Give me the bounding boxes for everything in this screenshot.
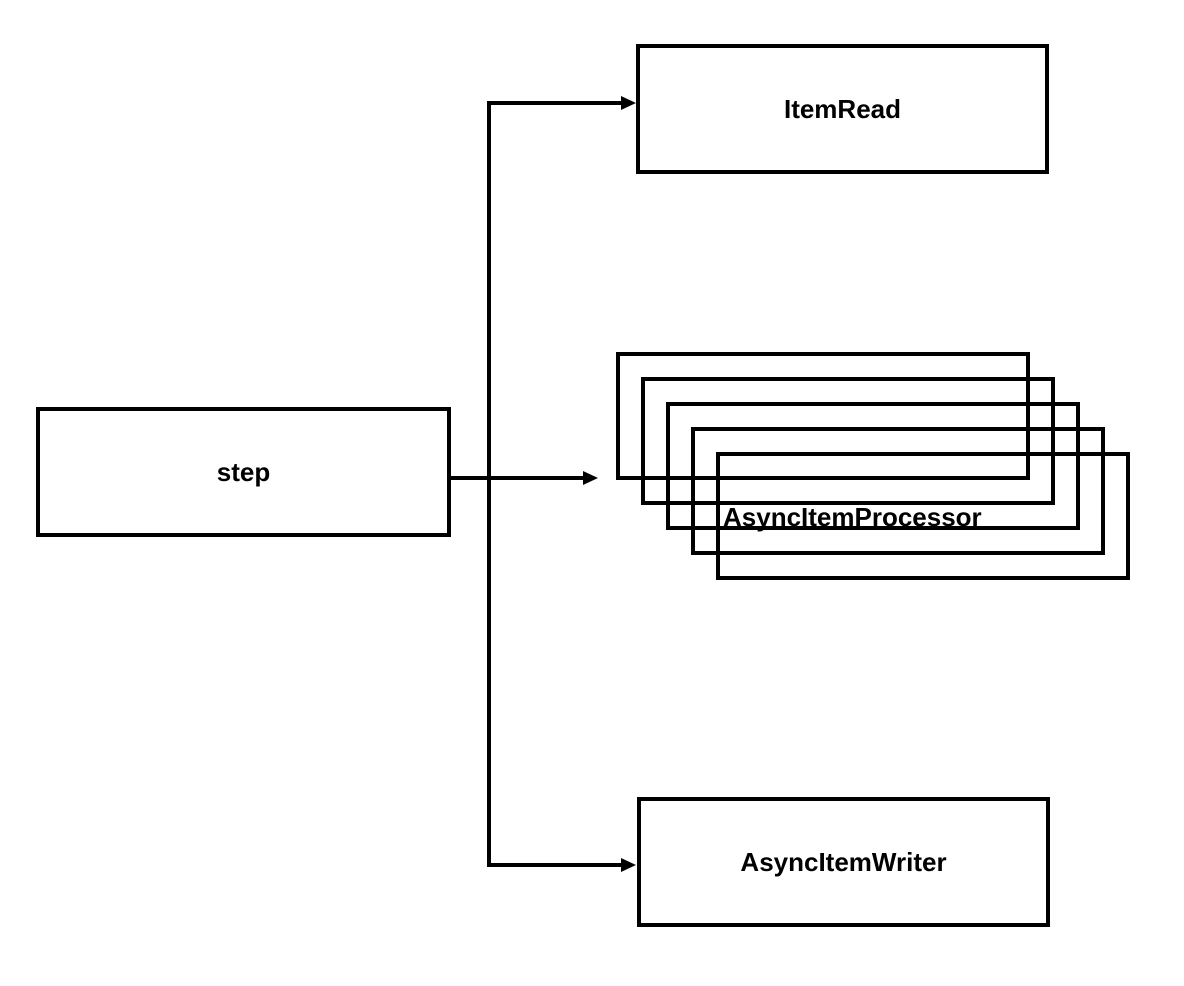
node-item-read: ItemRead — [636, 44, 1049, 174]
edge-step-to-itemread-line — [487, 101, 621, 105]
processor-stack-box — [641, 377, 1055, 505]
processor-stack-box — [691, 427, 1105, 555]
arrowhead-writer — [621, 858, 636, 872]
node-step: step — [36, 407, 451, 537]
processor-stack-box — [716, 452, 1130, 580]
connector-trunk-line — [487, 101, 491, 867]
edge-step-to-writer-line — [487, 863, 621, 867]
processor-stack-box — [666, 402, 1080, 530]
node-async-item-processor-stack: AsyncItemProcessor — [616, 352, 1132, 582]
edge-step-to-processor-line — [449, 476, 583, 480]
node-async-item-writer: AsyncItemWriter — [637, 797, 1050, 927]
node-step-label: step — [216, 456, 271, 487]
arrowhead-processor — [583, 471, 598, 485]
node-async-item-writer-label: AsyncItemWriter — [740, 846, 947, 877]
arrowhead-itemread — [621, 96, 636, 110]
processor-stack-box — [616, 352, 1030, 480]
node-item-read-label: ItemRead — [783, 93, 902, 124]
node-async-item-processor-label: AsyncItemProcessor — [723, 502, 982, 532]
